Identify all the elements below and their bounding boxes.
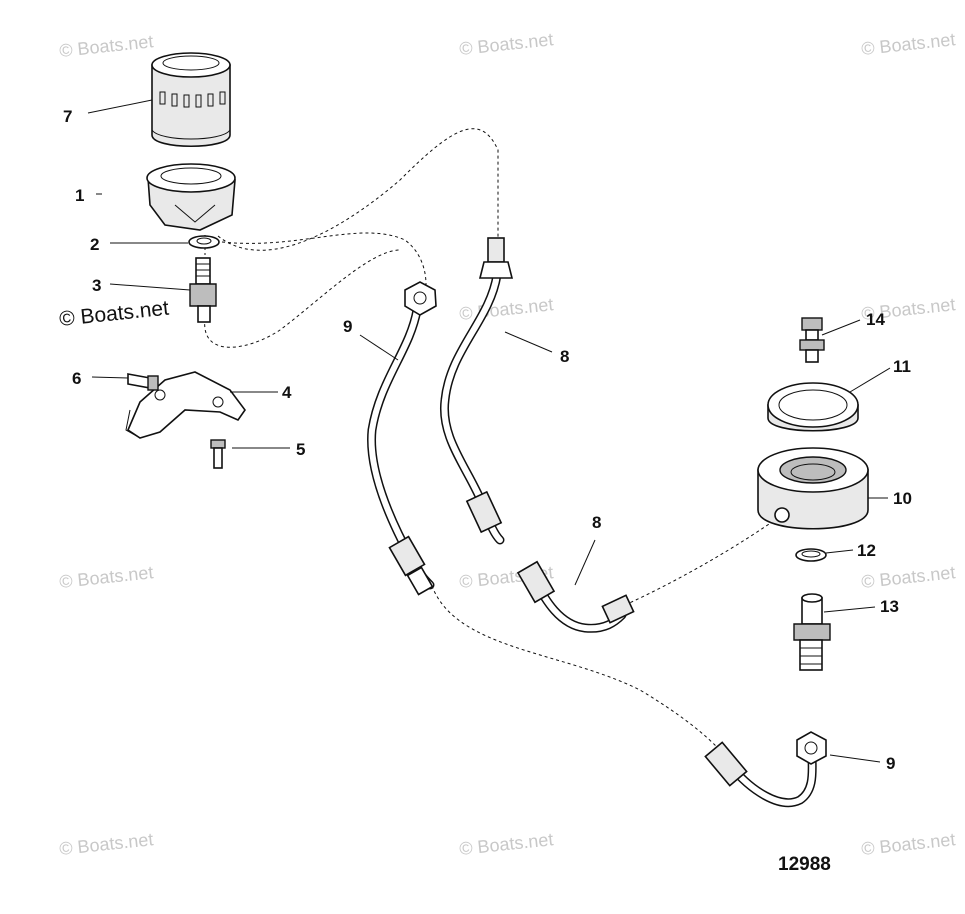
watermark-layer: © Boats.net © Boats.net © Boats.net © Bo… — [58, 29, 956, 859]
watermark: © Boats.net — [860, 562, 956, 592]
callout-7: 7 — [63, 107, 72, 126]
watermark: © Boats.net — [458, 294, 554, 324]
assembly-lines — [204, 128, 783, 751]
callout-9: 9 — [343, 317, 352, 336]
watermark-dark: © Boats.net — [58, 297, 170, 331]
callout-10: 10 — [893, 489, 912, 508]
watermark: © Boats.net — [58, 829, 154, 859]
callout-3: 3 — [92, 276, 101, 295]
hose — [516, 560, 635, 633]
callout-13: 13 — [880, 597, 899, 616]
hose — [704, 731, 827, 808]
hose — [367, 281, 437, 596]
callout-8: 8 — [592, 513, 601, 532]
screw — [127, 373, 159, 391]
callout-labels: 7 1 2 3 6 4 5 9 8 8 14 11 10 12 13 9 — [63, 107, 912, 773]
oil-filter — [151, 52, 231, 147]
o-ring — [795, 548, 827, 562]
oil-cooler-adapter — [757, 447, 869, 530]
screw — [210, 439, 226, 469]
leader-lines — [87, 99, 891, 763]
fitting — [793, 593, 831, 671]
watermark: © Boats.net — [860, 29, 956, 59]
seal-ring — [767, 382, 859, 432]
washer — [188, 235, 220, 249]
watermark: © Boats.net — [458, 29, 554, 59]
callout-12: 12 — [857, 541, 876, 560]
watermark: © Boats.net — [58, 31, 154, 61]
sensor — [799, 317, 825, 363]
watermark: © Boats.net — [58, 562, 154, 592]
watermark: © Boats.net — [458, 829, 554, 859]
fitting — [189, 257, 217, 323]
watermark: © Boats.net — [860, 829, 956, 859]
callout-9: 9 — [886, 754, 895, 773]
callout-2: 2 — [90, 235, 99, 254]
callout-14: 14 — [866, 310, 885, 329]
figure-number: 12988 — [778, 854, 831, 875]
callout-4: 4 — [282, 383, 292, 402]
callout-1: 1 — [75, 186, 84, 205]
hose — [439, 237, 514, 545]
callout-8: 8 — [560, 347, 569, 366]
callout-6: 6 — [72, 369, 81, 388]
filter-adapter — [146, 163, 236, 231]
callout-11: 11 — [893, 357, 911, 376]
callout-5: 5 — [296, 440, 305, 459]
